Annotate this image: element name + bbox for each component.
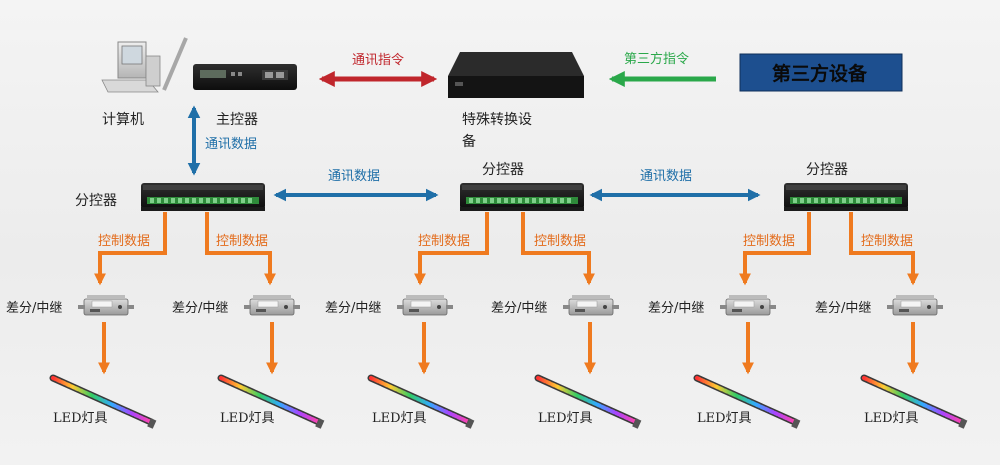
repeater-1 (77, 294, 135, 316)
repeater-label-4: 差分/中继 (491, 301, 547, 316)
main-controller-label: 主控器 (216, 112, 258, 128)
control-data-label-4: 控制数据 (534, 234, 586, 249)
sub-controller-1 (141, 183, 265, 211)
led-label-6: LED灯具 (864, 411, 919, 426)
sub-controller-3 (784, 183, 908, 211)
repeater-4 (562, 294, 620, 316)
repeater-6 (886, 294, 944, 316)
repeater-label-1: 差分/中继 (6, 301, 62, 316)
sub-controller-label-1: 分控器 (75, 193, 117, 209)
control-data-label-1: 控制数据 (98, 234, 150, 249)
led-label-1: LED灯具 (53, 411, 108, 426)
comm-data-label-2: 通讯数据 (640, 169, 692, 184)
control-arrow-1 (94, 212, 167, 286)
control-arrow-2 (205, 212, 276, 286)
comm-data-label-1: 通讯数据 (328, 169, 380, 184)
computer-icon (101, 37, 188, 93)
control-data-label-5: 控制数据 (743, 234, 795, 249)
control-arrow-3 (414, 212, 489, 286)
converter-label-line2: 备 (462, 133, 476, 150)
main-controller-device (193, 64, 297, 90)
repeater-2 (243, 294, 301, 316)
repeater-3 (396, 294, 454, 316)
led-label-2: LED灯具 (220, 411, 275, 426)
sub-controller-label-2: 分控器 (482, 162, 524, 178)
repeater-5 (719, 294, 777, 316)
control-arrow-5 (739, 212, 811, 286)
converter-device (448, 52, 584, 98)
control-data-label-2: 控制数据 (216, 234, 268, 249)
control-data-label-6: 控制数据 (861, 234, 913, 249)
third-party-command-label: 第三方指令 (624, 51, 689, 67)
sub-controller-2 (460, 183, 584, 211)
comm-command-label: 通讯指令 (352, 53, 404, 68)
sub-controller-label-3: 分控器 (806, 162, 848, 178)
led-label-5: LED灯具 (697, 411, 752, 426)
comm-data-label-vertical: 通讯数据 (205, 137, 257, 152)
led-label-3: LED灯具 (372, 411, 427, 426)
control-data-label-3: 控制数据 (418, 234, 470, 249)
repeater-label-5: 差分/中继 (648, 301, 704, 316)
converter-label-line1: 特殊转换设 (462, 111, 532, 128)
repeater-label-6: 差分/中继 (815, 301, 871, 316)
third-party-label: 第三方设备 (772, 62, 868, 85)
computer-label: 计算机 (102, 112, 144, 128)
third-party-box (739, 53, 903, 92)
control-arrow-4 (521, 212, 595, 286)
led-label-4: LED灯具 (538, 411, 593, 426)
control-arrow-6 (849, 212, 919, 286)
repeater-label-3: 差分/中继 (325, 301, 381, 316)
repeater-label-2: 差分/中继 (172, 301, 228, 316)
